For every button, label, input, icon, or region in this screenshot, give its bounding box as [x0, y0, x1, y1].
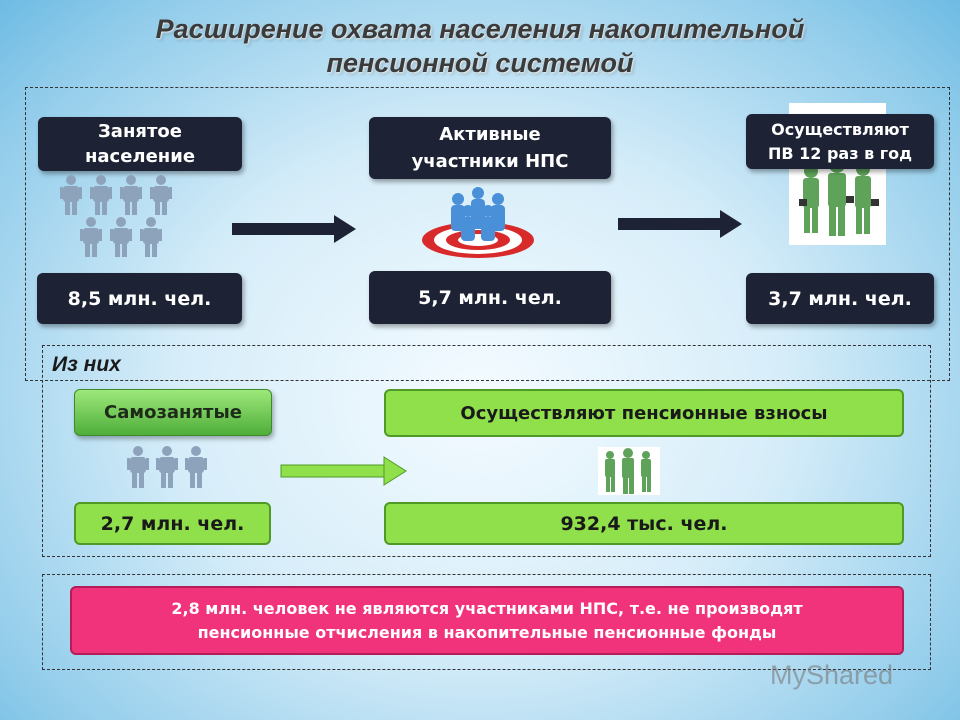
active-value: 5,7 млн. чел.: [418, 286, 562, 309]
title-line-2: пенсионной системой: [326, 48, 634, 78]
active-value-box: 5,7 млн. чел.: [369, 271, 611, 324]
contributors-value-box: 932,4 тыс. чел.: [384, 502, 904, 545]
employed-label-line-2: население: [84, 146, 196, 167]
employed-label-line-1: Занятое: [98, 121, 182, 142]
arrow-right-icon: [618, 210, 742, 238]
paying-label-box: Осуществляют ПВ 12 раз в год: [746, 114, 934, 169]
top-frame: [25, 87, 950, 381]
paying-label-line-2: ПВ 12 раз в год: [767, 143, 913, 163]
active-label-line-1: Активные: [439, 124, 541, 145]
slide-title: Расширение охвата населения накопительно…: [0, 12, 960, 80]
self-employed-people-icon: [127, 446, 207, 488]
arrow-right-icon: [280, 456, 407, 486]
contributors-label-box: Осуществляют пенсионные взносы: [384, 389, 904, 437]
self-employed-label: Самозанятые: [104, 402, 242, 423]
watermark-text: MyShared: [770, 660, 894, 690]
employed-people-icon: [60, 175, 172, 257]
middle-frame: [42, 345, 931, 557]
self-employed-value-box: 2,7 млн. чел.: [74, 502, 271, 545]
self-employed-value: 2,7 млн. чел.: [100, 512, 245, 535]
note-line-1: 2,8 млн. человек не являются участниками…: [171, 598, 803, 618]
paying-value: 3,7 млн. чел.: [768, 287, 912, 310]
note-line-2: пенсионные отчисления в накопительные пе…: [197, 622, 777, 642]
target-people-icon: [422, 187, 534, 258]
title-line-1: Расширение охвата населения накопительно…: [155, 14, 805, 44]
active-label-box: Активные участники НПС: [369, 117, 611, 179]
employed-label-box: Занятое население: [38, 117, 242, 171]
self-employed-label-box: Самозанятые: [74, 389, 272, 436]
of-them-label: Из них: [52, 353, 121, 376]
contributors-value: 932,4 тыс. чел.: [560, 512, 728, 535]
bottom-frame: [42, 574, 931, 670]
paying-label-line-1: Осуществляют: [771, 119, 909, 139]
paying-value-box: 3,7 млн. чел.: [746, 273, 934, 324]
employed-value-box: 8,5 млн. чел.: [37, 273, 242, 324]
employed-value: 8,5 млн. чел.: [67, 287, 212, 310]
active-label-line-2: участники НПС: [411, 151, 569, 172]
non-participants-note: 2,8 млн. человек не являются участниками…: [70, 586, 904, 655]
arrow-right-icon: [232, 215, 356, 243]
watermark-logo: MyShared: [770, 660, 893, 691]
contributors-label: Осуществляют пенсионные взносы: [460, 402, 828, 424]
business-people-icon: [598, 447, 660, 495]
